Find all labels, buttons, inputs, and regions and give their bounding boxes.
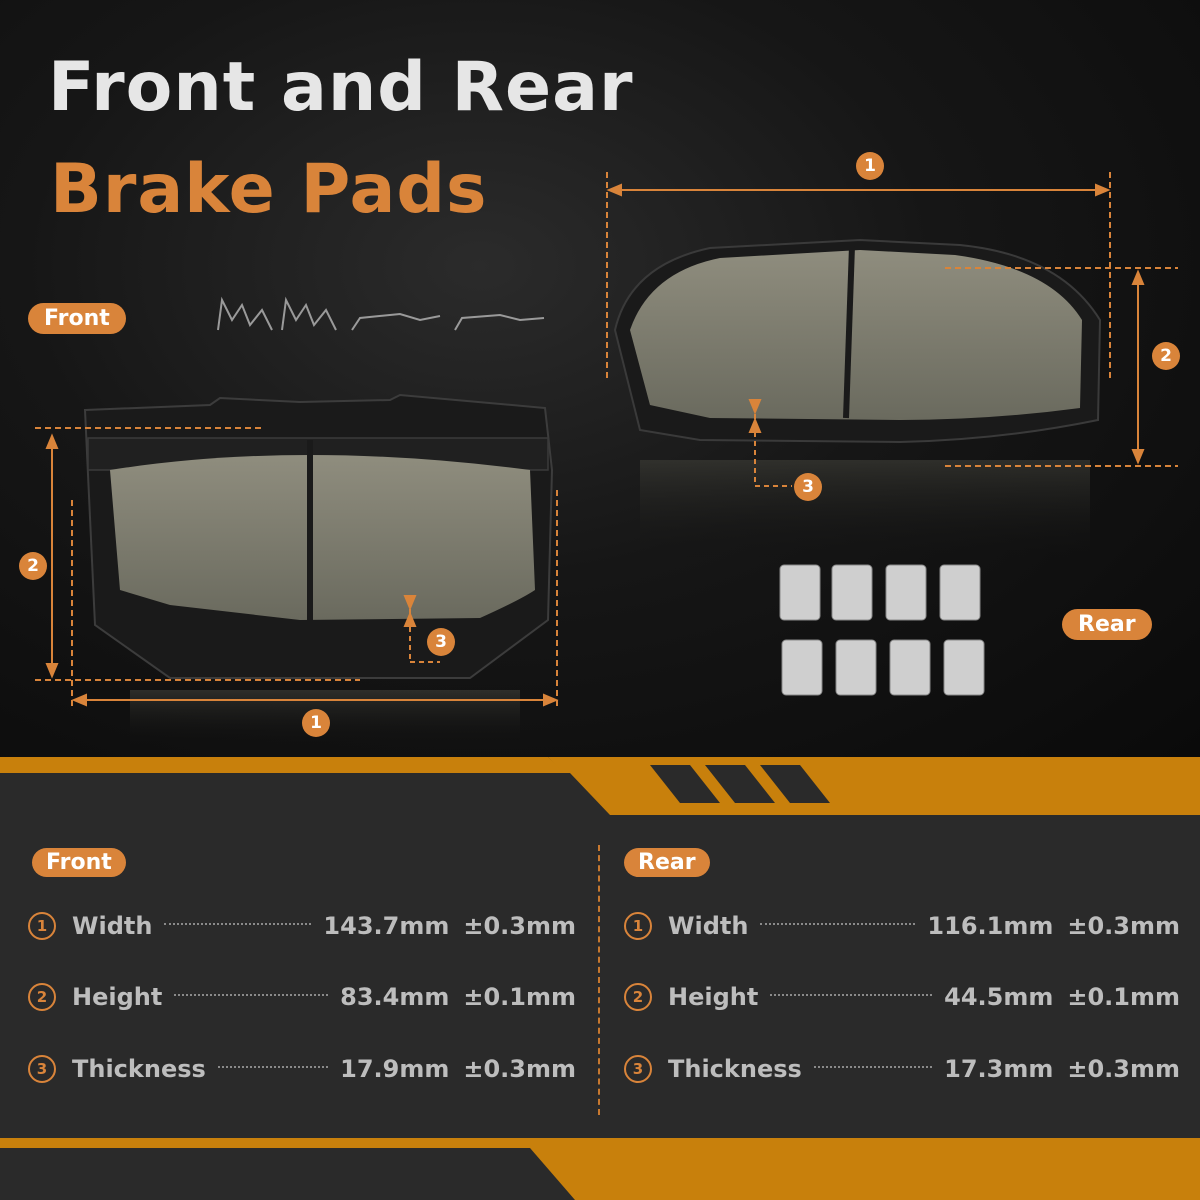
spec-divider [598, 845, 600, 1115]
spec-tolerance: ±0.3mm [1067, 1055, 1180, 1083]
spec-label: Width [668, 912, 749, 940]
leader-dots [770, 994, 933, 996]
spec-tolerance: ±0.3mm [1067, 912, 1180, 940]
front-spec-title: Front [32, 848, 126, 877]
spec-value: 44.5mm [944, 983, 1054, 1011]
front-thickness-row: 3 Thickness 17.9mm ±0.3mm [28, 1051, 576, 1087]
leader-dots [217, 1066, 329, 1068]
rear-width-marker: 1 [856, 152, 884, 180]
front-dimension-lines [35, 427, 559, 708]
front-height-marker: 2 [19, 552, 47, 580]
spec-label: Thickness [72, 1055, 206, 1083]
rear-width-row: 1 Width 116.1mm ±0.3mm [624, 908, 1180, 944]
number-marker: 1 [624, 912, 652, 940]
title-line-2: Brake Pads [50, 150, 488, 229]
number-marker: 3 [28, 1055, 56, 1083]
front-brake-pad [83, 393, 554, 745]
rear-spec-title: Rear [624, 848, 710, 877]
spec-label: Thickness [668, 1055, 802, 1083]
spec-value: 17.3mm [944, 1055, 1054, 1083]
spec-value: 83.4mm [340, 983, 450, 1011]
leader-dots [174, 994, 329, 996]
number-marker: 1 [28, 912, 56, 940]
rear-thickness-marker: 3 [794, 473, 822, 501]
rear-dimension-lines [606, 172, 1178, 487]
number-marker: 2 [28, 983, 56, 1011]
bottom-orange-stripe [0, 1138, 1200, 1200]
spec-tolerance: ±0.3mm [463, 1055, 576, 1083]
title-line-1: Front and Rear [48, 48, 634, 127]
rear-height-row: 2 Height 44.5mm ±0.1mm [624, 979, 1180, 1015]
top-orange-stripe [0, 757, 1200, 815]
front-height-row: 2 Height 83.4mm ±0.1mm [28, 979, 576, 1015]
spec-tolerance: ±0.1mm [463, 983, 576, 1011]
spec-value: 17.9mm [340, 1055, 450, 1083]
spec-label: Width [72, 912, 153, 940]
front-thickness-marker: 3 [427, 628, 455, 656]
spec-panel [0, 760, 1200, 1200]
rear-height-marker: 2 [1152, 342, 1180, 370]
spec-tolerance: ±0.1mm [1067, 983, 1180, 1011]
spec-tolerance: ±0.3mm [463, 912, 576, 940]
number-marker: 2 [624, 983, 652, 1011]
leader-dots [813, 1066, 933, 1068]
front-label: Front [28, 303, 126, 334]
spec-label: Height [72, 983, 163, 1011]
front-clips [217, 296, 545, 331]
brake-pads-illustration [35, 172, 1178, 745]
hero-section: Front and Rear Brake Pads [0, 0, 1200, 760]
leader-dots [760, 923, 916, 925]
front-width-row: 1 Width 143.7mm ±0.3mm [28, 908, 576, 944]
rear-clips [779, 564, 985, 696]
spec-value: 116.1mm [927, 912, 1054, 940]
spec-label: Height [668, 983, 759, 1011]
number-marker: 3 [624, 1055, 652, 1083]
front-width-marker: 1 [302, 709, 330, 737]
rear-thickness-row: 3 Thickness 17.3mm ±0.3mm [624, 1051, 1180, 1087]
leader-dots [164, 923, 312, 925]
rear-label: Rear [1062, 609, 1152, 640]
rear-brake-pad [613, 238, 1102, 560]
spec-value: 143.7mm [323, 912, 450, 940]
